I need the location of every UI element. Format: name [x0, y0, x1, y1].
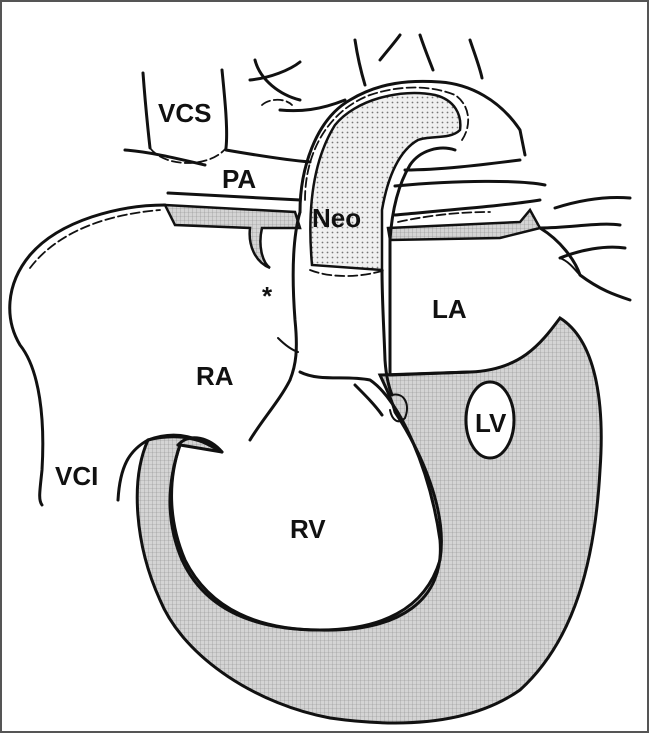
label-vcs: VCS [158, 98, 211, 128]
la-vein-4 [558, 245, 627, 260]
la-vein-3 [538, 222, 622, 230]
rv-septum-right [353, 383, 384, 417]
head-vessel-1 [353, 38, 367, 87]
vci-line [116, 438, 150, 502]
neo-suture-upper [304, 86, 470, 201]
descending-vessel [403, 158, 522, 172]
pa-upper-vessel [253, 58, 302, 102]
neo-aorta [309, 91, 462, 272]
pa-band [162, 203, 302, 270]
pa-upper-vessel-2 [248, 60, 302, 82]
trunk-left [288, 210, 302, 382]
label-la: LA [432, 294, 467, 324]
septum-ridge [277, 337, 299, 353]
rv-septum-left [248, 378, 292, 442]
pa-suture-small [261, 98, 293, 106]
label-lv: LV [475, 408, 507, 438]
pa-right-branch [224, 148, 312, 164]
label-rv: RV [290, 514, 326, 544]
la-vein-2 [393, 179, 547, 188]
pa-vessel-3 [278, 98, 347, 113]
pulmonary-vein-tip [559, 257, 581, 276]
trunk-right [380, 268, 394, 397]
aorta-inner [388, 146, 457, 242]
rv-outer [168, 370, 442, 632]
lv-cavity [464, 380, 516, 460]
la-vein-1 [393, 198, 542, 217]
la-vein-5 [553, 196, 632, 210]
ra-pouch [176, 436, 224, 454]
ra-outline [8, 203, 167, 507]
label-neo: Neo [312, 203, 361, 233]
lv-flap [389, 393, 408, 423]
pa-lower [166, 191, 302, 202]
vcs-right [220, 68, 229, 150]
pa-left-branch [123, 148, 207, 167]
head-vessel-4 [468, 38, 484, 80]
label-vci: VCI [55, 461, 98, 491]
label-pa: PA [222, 164, 256, 194]
neo-suture-lower [309, 269, 386, 277]
ra-suture-line [29, 209, 161, 269]
aorta-outer [298, 79, 527, 214]
label-asterisk: * [262, 281, 273, 311]
head-vessel-3 [418, 33, 435, 72]
vcs-left [141, 71, 152, 150]
label-ra: RA [196, 361, 234, 391]
head-vessel-2 [378, 33, 402, 62]
la-suture-line [397, 211, 491, 223]
